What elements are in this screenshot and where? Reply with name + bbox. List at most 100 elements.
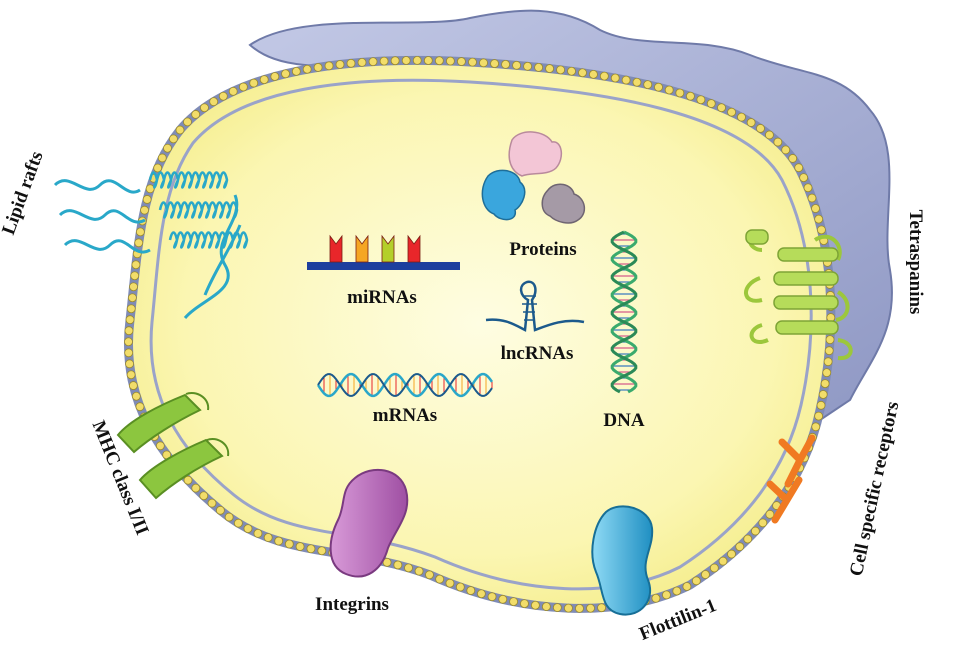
lipid-head xyxy=(379,56,389,66)
lipid-head xyxy=(135,227,145,237)
lipid-head xyxy=(820,379,830,388)
lipid-head xyxy=(567,66,576,76)
lipid-head xyxy=(773,137,783,147)
vesicle-lumen xyxy=(124,55,836,613)
lipid-head xyxy=(541,602,551,611)
mirna-hairpin xyxy=(329,234,343,263)
mrnas-label: mRNAs xyxy=(373,405,437,426)
lipid-head xyxy=(632,77,642,87)
dna-strand xyxy=(610,230,638,394)
lipid-head xyxy=(765,130,774,140)
lipid-head xyxy=(476,589,486,599)
lipid-head xyxy=(145,184,155,194)
lipid-head xyxy=(746,118,756,127)
cell-specific-receptors xyxy=(766,434,816,524)
lipid-head xyxy=(586,603,595,613)
lipid-head xyxy=(479,58,488,68)
lipid-head xyxy=(153,163,163,173)
lipid-head xyxy=(575,604,584,613)
lipid-head xyxy=(155,441,165,451)
raft-coil-path xyxy=(158,201,239,219)
lipid-head xyxy=(717,103,726,113)
lipid-head xyxy=(317,546,327,556)
lipid-head xyxy=(163,143,172,153)
lipid-head xyxy=(434,56,444,66)
lipid-head xyxy=(224,512,234,522)
mirna-hairpin xyxy=(355,234,369,263)
lipid-head xyxy=(455,582,465,592)
lipid-head xyxy=(228,86,238,96)
mirna-hairpin xyxy=(381,234,395,263)
raft-coil xyxy=(148,171,229,189)
lipid-head xyxy=(498,594,508,604)
lipid-head xyxy=(751,526,760,536)
lipid-head xyxy=(520,599,529,608)
lipid-head xyxy=(781,145,791,155)
lipid-head xyxy=(423,56,433,65)
lipid-head xyxy=(142,195,152,204)
lipid-head xyxy=(718,556,728,566)
lipid-raft-helices xyxy=(53,171,249,320)
lipid-head xyxy=(490,59,499,68)
integrins-label: Integrins xyxy=(315,594,389,615)
lipid-head xyxy=(457,57,466,66)
lipid-head xyxy=(368,57,378,67)
mirna-hairpins xyxy=(329,234,421,263)
cell-specific-receptors-label: Cell specific receptors xyxy=(846,400,904,578)
lipid-head xyxy=(357,58,367,67)
lipid-head xyxy=(259,75,269,85)
lipid-head xyxy=(200,103,209,113)
lipid-head xyxy=(393,560,403,570)
lipid-head xyxy=(552,603,562,612)
lipid-head xyxy=(818,390,828,399)
lipid-head xyxy=(758,518,768,528)
lipid-head xyxy=(599,71,609,81)
lipid-head xyxy=(274,536,284,546)
mirnas-label: miRNAs xyxy=(347,287,417,308)
lipid-head xyxy=(249,78,259,88)
tetraspanin-protein xyxy=(744,229,853,361)
dna-label: DNA xyxy=(603,410,644,431)
lipid-head xyxy=(284,539,294,549)
lipid-head xyxy=(814,411,824,421)
mrna-strand xyxy=(316,372,494,398)
lipid-head xyxy=(191,483,201,493)
lipid-head xyxy=(743,534,753,544)
lipid-head xyxy=(610,73,620,83)
lipid-head xyxy=(811,204,820,213)
mrna-strand xyxy=(317,373,493,397)
lipid-head xyxy=(313,63,323,72)
lipid-head xyxy=(799,173,809,182)
lipid-head xyxy=(814,214,824,224)
dna-helix xyxy=(610,230,638,394)
lipid-head xyxy=(263,533,273,542)
lipid-head xyxy=(811,422,821,432)
lipid-head xyxy=(672,586,682,596)
lipid-head xyxy=(825,335,835,345)
lipid-head xyxy=(756,124,765,133)
lipid-head xyxy=(401,56,411,65)
lipid-head xyxy=(306,544,316,554)
lipid-head xyxy=(199,491,209,501)
lipid-head xyxy=(735,542,745,552)
lipid-head xyxy=(425,570,434,580)
lipid-head xyxy=(125,315,135,325)
lipid-head xyxy=(578,68,587,78)
lipid-head xyxy=(215,505,225,515)
proteins-label: Proteins xyxy=(509,239,576,260)
lipid-head xyxy=(727,549,736,559)
lipid-head xyxy=(822,368,832,378)
mrna-helix xyxy=(316,372,494,398)
lipid-head xyxy=(253,529,263,538)
lipid-head xyxy=(794,163,804,173)
lipid-head xyxy=(291,66,301,76)
lipid-head xyxy=(126,304,136,314)
lipid-head xyxy=(209,97,219,107)
lipid-head xyxy=(686,91,695,101)
lipid-head xyxy=(243,524,253,534)
lipid-head xyxy=(823,357,833,367)
lipid-head xyxy=(183,117,192,127)
lipid-head xyxy=(501,60,510,69)
lipid-head xyxy=(124,337,133,347)
lipid-head xyxy=(412,56,422,65)
